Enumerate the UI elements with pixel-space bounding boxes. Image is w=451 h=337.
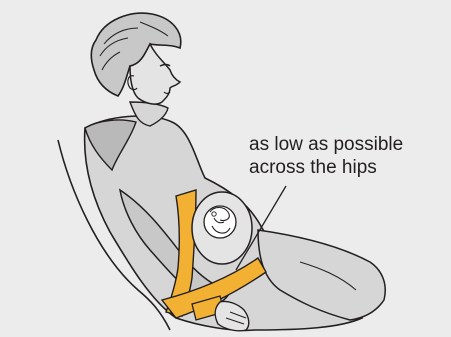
callout-line-1: as low as possible: [249, 133, 439, 156]
callout-text: as low as possible across the hips: [249, 133, 439, 179]
fetus-icon: [204, 206, 236, 238]
callout-line-2: across the hips: [249, 156, 439, 179]
